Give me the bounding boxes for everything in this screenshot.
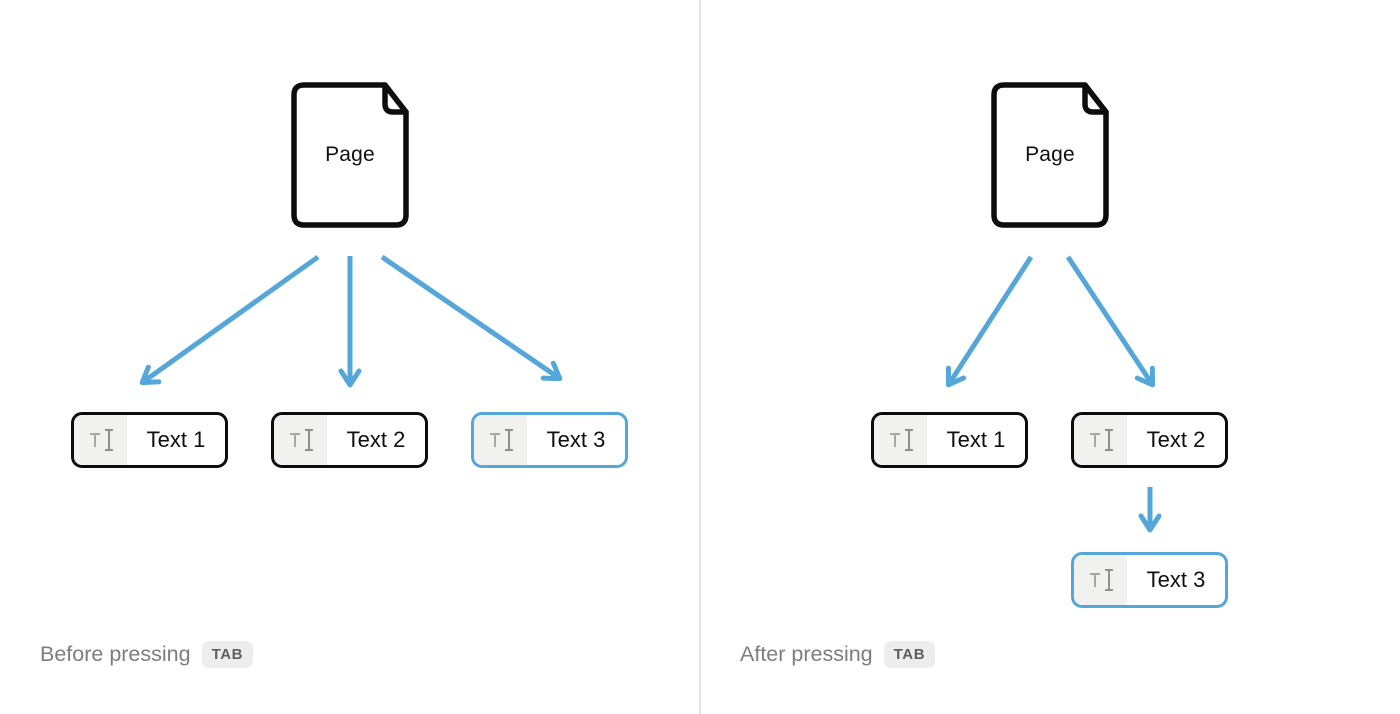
text-block-label: Text 1 — [946, 427, 1006, 452]
panel-divider — [699, 0, 701, 714]
text-block-left-2: Text 2 — [271, 412, 428, 468]
text-block-icon — [274, 415, 327, 465]
text-block-icon — [474, 415, 527, 465]
arrow-left-page-to-text3 — [380, 254, 563, 382]
text-block-icon — [1074, 415, 1127, 465]
tab-key-badge: TAB — [883, 641, 936, 668]
caption-left-text: Before pressing — [40, 642, 191, 666]
text-block-right-3-highlighted-indented: Text 3 — [1071, 552, 1228, 608]
text-block-right-1: Text 1 — [871, 412, 1028, 468]
page-icon-right: Page — [991, 82, 1109, 228]
caption-left: Before pressing TAB — [40, 641, 254, 668]
text-block-label: Text 2 — [346, 427, 406, 452]
text-block-icon — [74, 415, 127, 465]
page-icon-left: Page — [291, 82, 409, 228]
caption-right-text: After pressing — [740, 642, 873, 666]
document-with-folded-corner-icon — [291, 82, 409, 228]
document-with-folded-corner-icon — [991, 82, 1109, 228]
arrow-right-page-to-text1 — [945, 255, 1034, 388]
text-block-label: Text 3 — [1146, 567, 1206, 592]
text-block-right-2: Text 2 — [1071, 412, 1228, 468]
text-block-left-1: Text 1 — [71, 412, 228, 468]
text-block-icon — [1074, 555, 1127, 605]
page-label: Page — [1025, 143, 1075, 166]
text-block-left-3-highlighted: Text 3 — [471, 412, 628, 468]
text-block-label: Text 3 — [546, 427, 606, 452]
text-block-label: Text 2 — [1146, 427, 1206, 452]
page-label: Page — [325, 143, 375, 166]
text-block-icon — [874, 415, 927, 465]
caption-right: After pressing TAB — [740, 641, 936, 668]
arrow-left-page-to-text1 — [139, 254, 320, 386]
text-block-label: Text 1 — [146, 427, 206, 452]
arrow-right-page-to-text2 — [1065, 255, 1156, 388]
tab-key-badge: TAB — [201, 641, 254, 668]
